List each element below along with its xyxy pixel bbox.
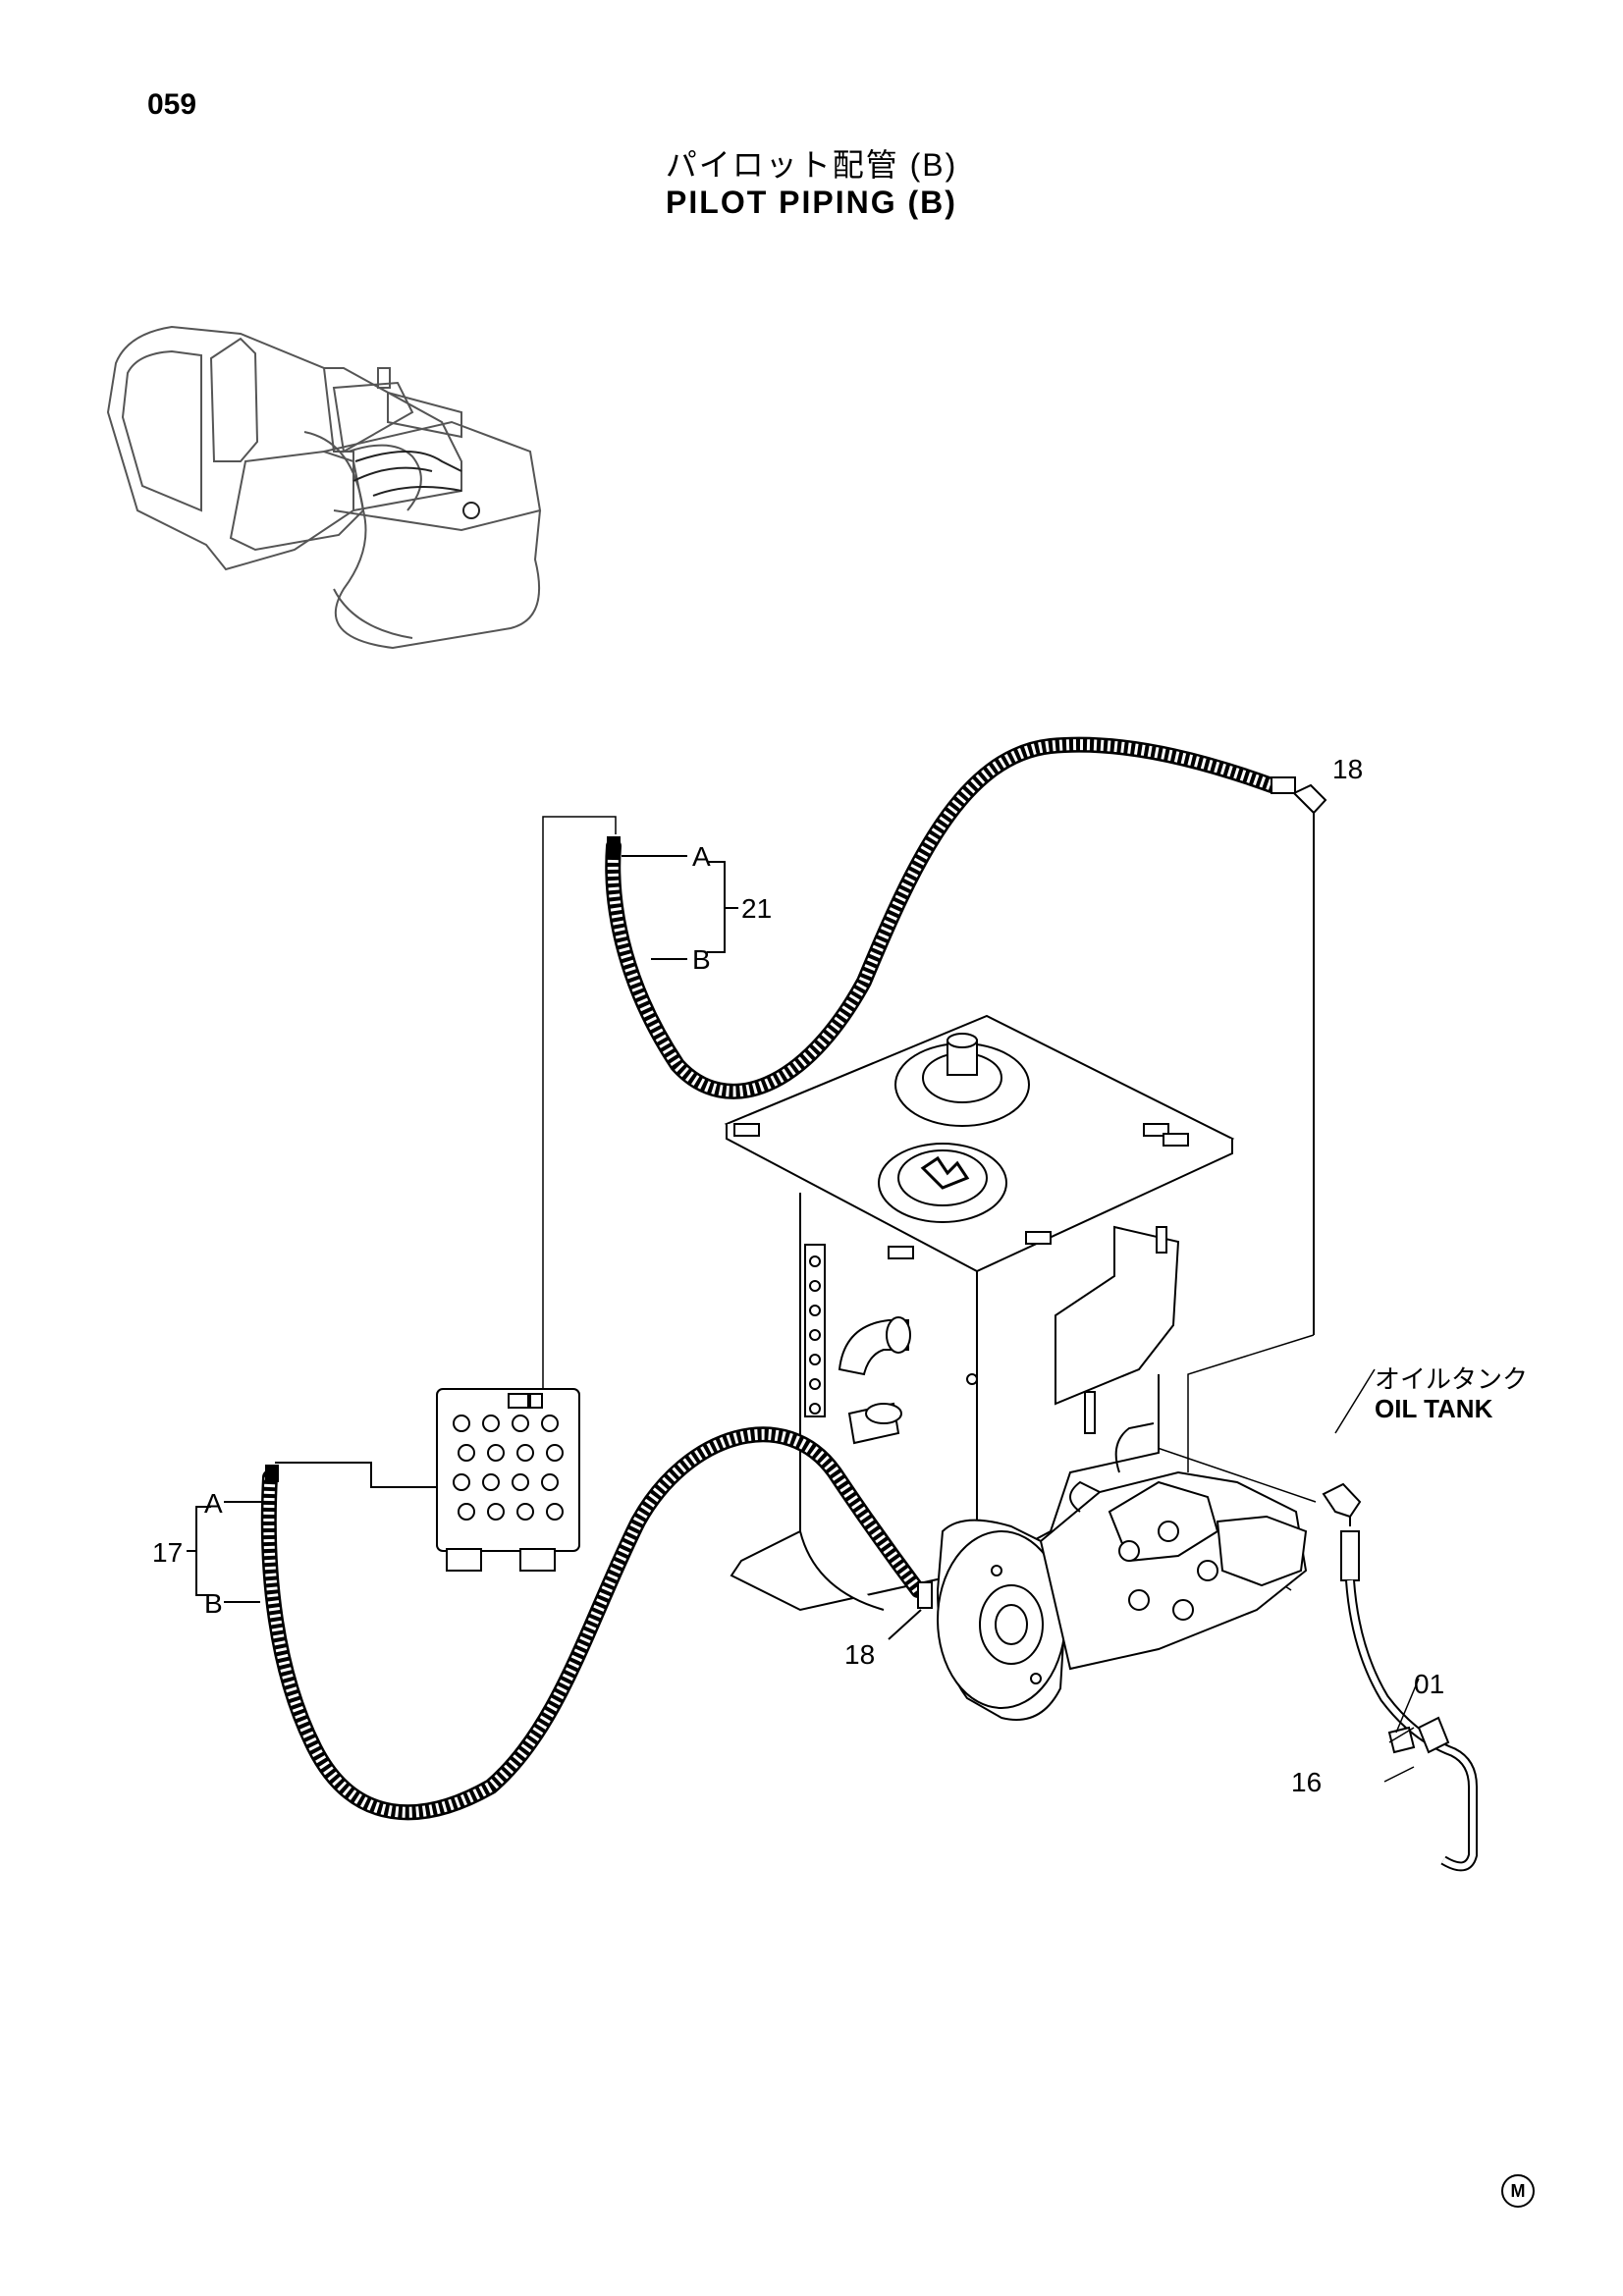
hose-17 bbox=[260, 1426, 926, 1821]
title-japanese: パイロット配管 (B) bbox=[665, 147, 958, 183]
hose-21 bbox=[605, 736, 1296, 1099]
manufacturer-mark: M bbox=[1501, 2174, 1535, 2208]
page-number: 059 bbox=[147, 88, 197, 121]
hydraulic-pump bbox=[936, 1422, 1308, 1721]
bracket-21 bbox=[622, 855, 738, 960]
title-english: PILOT PIPING (B) bbox=[666, 185, 957, 220]
oil-tank-label-en: OIL TANK bbox=[1375, 1394, 1493, 1423]
fitting-18-top bbox=[1292, 783, 1327, 1335]
callout-17: 17 bbox=[152, 1537, 184, 1568]
fitting-18-bottom bbox=[888, 1581, 933, 1640]
oil-tank-label-jp: オイルタンク bbox=[1375, 1364, 1529, 1394]
pilot-valve-block bbox=[275, 1388, 580, 1572]
callout-17-a: A bbox=[204, 1488, 223, 1519]
callout-17-b: B bbox=[204, 1588, 223, 1619]
excavator-overview bbox=[106, 325, 542, 650]
callout-16: 16 bbox=[1291, 1767, 1323, 1797]
callout-21-b: B bbox=[692, 944, 711, 975]
callout-21: 21 bbox=[741, 893, 773, 924]
oil-tank bbox=[724, 1014, 1235, 1612]
hose-16-assembly bbox=[1322, 1368, 1478, 1872]
callout-18-bottom: 18 bbox=[844, 1639, 876, 1670]
callout-01: 01 bbox=[1414, 1669, 1445, 1699]
callout-18-top: 18 bbox=[1332, 754, 1364, 784]
bracket-17 bbox=[187, 1501, 263, 1603]
callout-21-a: A bbox=[692, 841, 711, 872]
